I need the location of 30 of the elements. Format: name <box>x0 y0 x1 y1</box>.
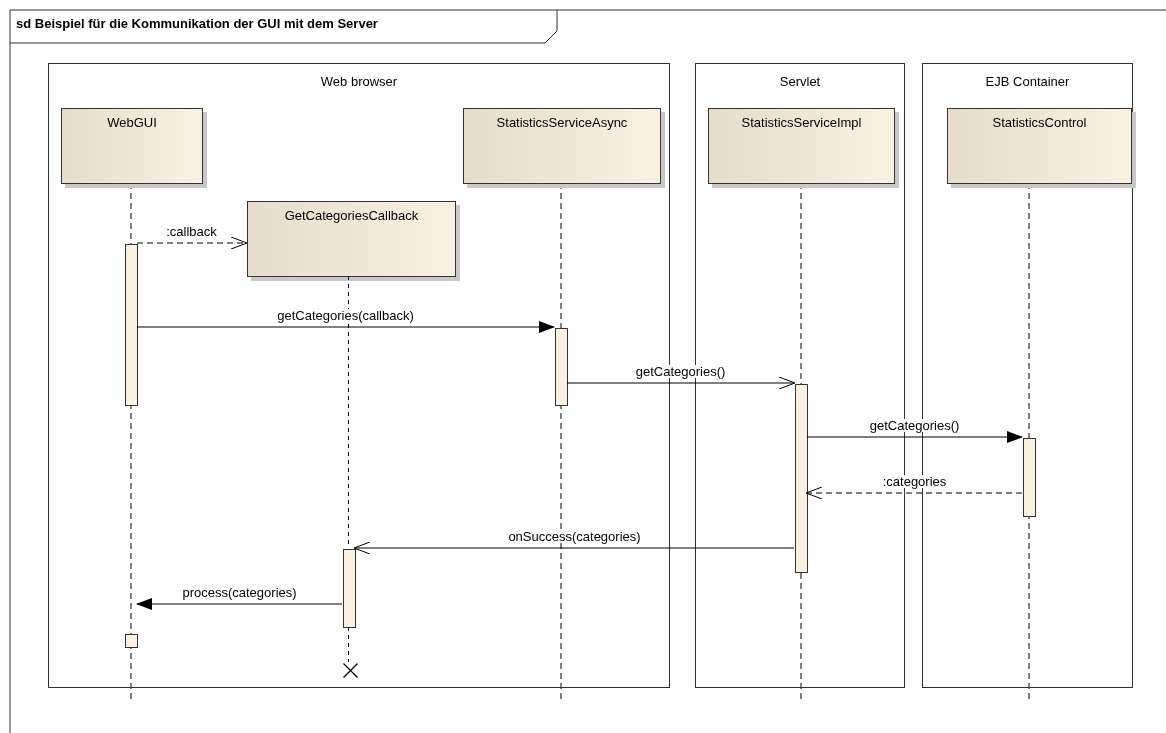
message-label: onSuccess(categories) <box>506 530 643 543</box>
lifeline-name: GetCategoriesCallback <box>284 208 419 225</box>
message-arrow <box>136 598 343 610</box>
activation-bar <box>343 549 356 628</box>
frame-title: sd Beispiel für die Kommunikation der GUI mit dem Server <box>16 15 378 33</box>
activation-bar <box>125 244 138 406</box>
message-label: getCategories(callback) <box>275 309 416 322</box>
message-arrow <box>806 431 1023 443</box>
partition-title: Servlet <box>779 73 821 91</box>
message-label: getCategories() <box>867 419 962 432</box>
message-arrow <box>353 541 795 555</box>
lifeline-name: StatisticsControl <box>992 115 1087 132</box>
activation-bar <box>795 384 808 573</box>
message-arrow <box>805 486 1023 500</box>
message-arrow <box>136 321 555 333</box>
activation-bar <box>1023 438 1036 517</box>
activation-bar <box>125 634 138 648</box>
message-arrow <box>136 236 248 250</box>
message-label: :categories <box>880 475 949 488</box>
message-arrow <box>566 376 796 390</box>
message-label: getCategories() <box>633 365 728 378</box>
partition-title: EJB Container <box>985 73 1070 91</box>
lifeline-name: StatisticsServiceImpl <box>741 115 862 132</box>
message-label: process(categories) <box>180 586 299 599</box>
lifeline-name: WebGUI <box>107 115 157 132</box>
message-label: :callback <box>164 225 219 238</box>
partition-title: Web browser <box>320 73 398 91</box>
activation-bar <box>555 328 568 406</box>
destruction-mark <box>343 663 358 678</box>
lifeline-name: StatisticsServiceAsync <box>496 115 628 132</box>
